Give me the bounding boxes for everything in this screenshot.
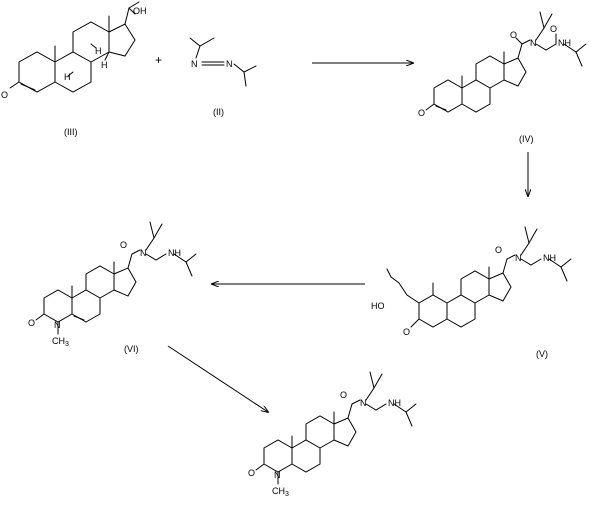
atom-h: H (64, 72, 71, 82)
compound-iv-structure: O O N O NH (418, 11, 587, 118)
atom-o: O (28, 318, 35, 328)
atom-n: N (530, 38, 537, 48)
atom-n: N (274, 470, 281, 480)
atom-o: O (248, 468, 255, 478)
atom-nh: NH (168, 248, 181, 258)
atom-n: N (360, 398, 367, 408)
atom-oh: OH (133, 6, 147, 16)
compound-v-structure: HO O O N NH (371, 226, 572, 337)
compound-label-v: (V) (536, 349, 548, 359)
atom-n: N (140, 248, 147, 258)
atom-ho: HO (371, 301, 385, 311)
compound-ii-structure: N N (189, 37, 257, 87)
atom-nh: NH (558, 38, 571, 48)
atom-o: O (1, 90, 8, 100)
atom-ch3: CH3 (272, 486, 289, 498)
atom-o: O (550, 24, 557, 34)
compound-label-iv: (IV) (519, 134, 534, 144)
compound-label-ii: (II) (213, 107, 224, 117)
atom-nh: NH (388, 398, 401, 408)
compound-label-iii: (III) (64, 127, 78, 137)
atom-n: N (226, 59, 233, 69)
compound-vi-structure: O N CH3 O N NH (28, 221, 197, 348)
atom-ch3: CH3 (52, 336, 69, 348)
atom-o: O (510, 30, 517, 40)
atom-n: N (191, 59, 198, 69)
atom-o: O (120, 240, 127, 250)
reaction-arrow-4 (167, 345, 268, 412)
atom-n: N (54, 320, 61, 330)
atom-o: O (495, 245, 502, 255)
atom-n: N (515, 253, 522, 263)
plus-sign: + (155, 53, 162, 67)
compound-label-vi: (VI) (124, 344, 139, 354)
atom-o: O (403, 327, 410, 337)
atom-nh: NH (543, 253, 556, 263)
atom-o: O (340, 390, 347, 400)
atom-h: H (101, 60, 108, 70)
compound-iii-structure: O OH H H H (1, 1, 147, 100)
atom-h: H (95, 46, 102, 56)
final-product-structure: O N CH3 O N NH (248, 371, 417, 498)
atom-o: O (418, 108, 425, 118)
